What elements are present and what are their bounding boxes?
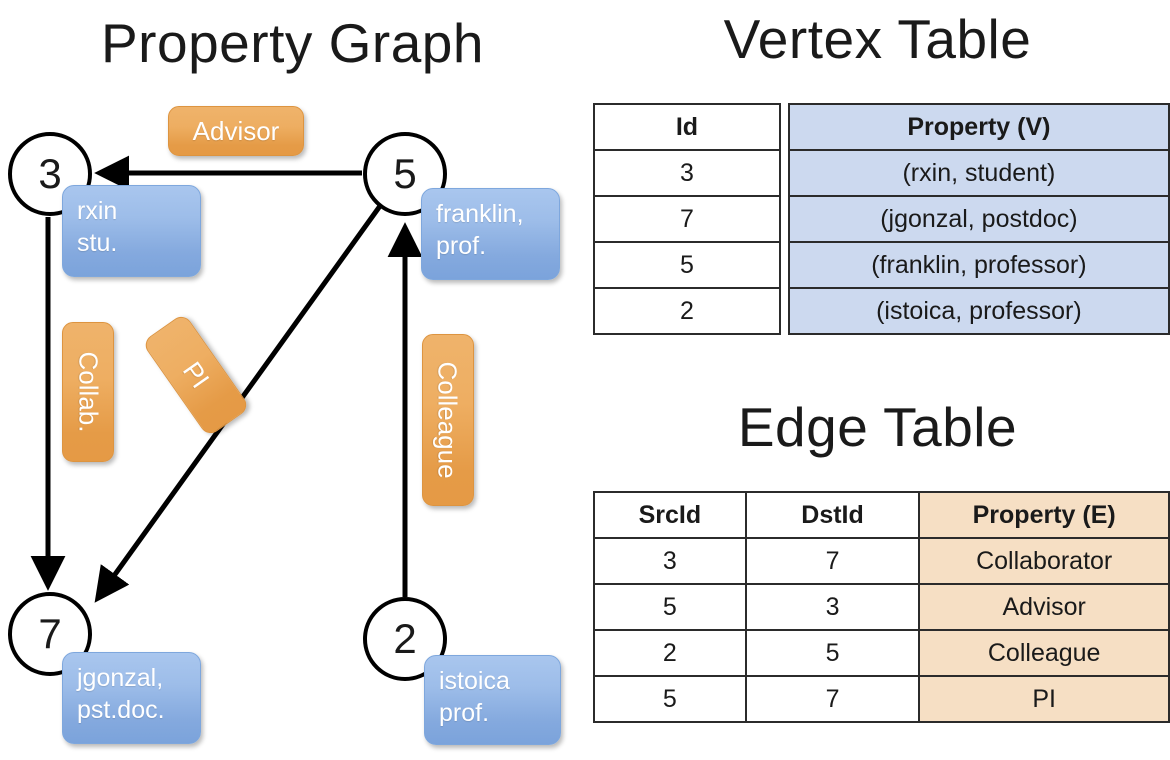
table-row: 7 (jgonzal, postdoc) (593, 195, 1170, 243)
table-row: 5 3 Advisor (593, 583, 1170, 631)
graph-node-7-id: 7 (38, 610, 62, 657)
node-property-box-2: istoica prof. (424, 655, 561, 745)
table-row: 3 7 Collaborator (593, 537, 1170, 585)
edge-row-0-property: Collaborator (918, 537, 1170, 585)
node-property-box-7: jgonzal, pst.doc. (62, 652, 201, 744)
edge-label-colleague-text: Colleague (433, 361, 463, 479)
table-row: 2 5 Colleague (593, 629, 1170, 677)
graph-node-2-id: 2 (393, 615, 417, 662)
edge-label-advisor: Advisor (168, 106, 304, 156)
edge-label-colleague: Colleague (422, 334, 474, 506)
vertex-row-2-id: 5 (593, 241, 781, 289)
graph-node-3-id: 3 (38, 150, 62, 197)
edge-table-header-srcid: SrcId (593, 491, 747, 539)
column-gap (780, 196, 789, 242)
vertex-row-3-property: (istoica, professor) (787, 287, 1170, 335)
table-row: 5 7 PI (593, 675, 1170, 723)
edge-row-1-dst: 3 (744, 583, 921, 631)
graph-node-5-id: 5 (393, 150, 417, 197)
edge-row-1-src: 5 (593, 583, 747, 631)
graph-node-2: 2 (363, 597, 447, 681)
edge-row-0-dst: 7 (744, 537, 921, 585)
edge-row-0-src: 3 (593, 537, 747, 585)
column-gap (780, 242, 789, 288)
vertex-row-0-property: (rxin, student) (787, 149, 1170, 197)
edge-table-header-property: Property (E) (918, 491, 1170, 539)
table-header-row: SrcId DstId Property (E) (593, 491, 1170, 539)
edge-label-pi-text: PI (176, 356, 216, 394)
graph-node-5: 5 (363, 132, 447, 216)
node-property-box-2-line2: prof. (439, 699, 490, 727)
vertex-table-header-property: Property (V) (787, 103, 1170, 151)
property-graph-diagram: Advisor Collab. PI Colleague 3 5 7 2 rxi… (8, 106, 561, 745)
table-row: 3 (rxin, student) (593, 149, 1170, 197)
node-property-box-7-line2: pst.doc. (77, 696, 165, 724)
table-row: 5 (franklin, professor) (593, 241, 1170, 289)
edge-table: SrcId DstId Property (E) 3 7 Collaborato… (593, 491, 1170, 723)
column-gap (780, 104, 789, 150)
column-gap (780, 288, 789, 334)
vertex-row-1-property: (jgonzal, postdoc) (787, 195, 1170, 243)
page-title-vertex-table: Vertex Table (723, 8, 1032, 70)
node-property-box-5: franklin, prof. (421, 188, 560, 280)
node-property-box-2-line1: istoica (439, 667, 510, 695)
edge-table-header-dstid: DstId (744, 491, 921, 539)
node-property-box-3-line1: rxin (77, 197, 118, 225)
edge-row-2-src: 2 (593, 629, 747, 677)
edge-row-3-property: PI (918, 675, 1170, 723)
page-title-edge-table: Edge Table (737, 396, 1018, 458)
node-property-box-3-line2: stu. (77, 229, 118, 257)
vertex-row-0-id: 3 (593, 149, 781, 197)
vertex-row-3-id: 2 (593, 287, 781, 335)
vertex-row-1-id: 7 (593, 195, 781, 243)
table-row: 2 (istoica, professor) (593, 287, 1170, 335)
edge-row-3-src: 5 (593, 675, 747, 723)
vertex-table-header-id: Id (593, 103, 781, 151)
column-gap (780, 150, 789, 196)
vertex-row-2-property: (franklin, professor) (787, 241, 1170, 289)
node-property-box-5-line2: prof. (436, 232, 487, 260)
edge-row-2-property: Colleague (918, 629, 1170, 677)
node-property-box-7-line1: jgonzal, (77, 664, 164, 692)
node-property-box-3: rxin stu. (62, 185, 201, 277)
edge-row-3-dst: 7 (744, 675, 921, 723)
node-property-box-5-line1: franklin, (436, 200, 524, 228)
edge-label-advisor-text: Advisor (192, 116, 280, 146)
edge-row-1-property: Advisor (918, 583, 1170, 631)
vertex-table: Id Property (V) 3 (rxin, student) 7 (jgo… (593, 103, 1170, 335)
edge-label-collab-text: Collab. (73, 351, 103, 433)
page-title-property-graph: Property Graph (100, 12, 484, 74)
table-header-row: Id Property (V) (593, 103, 1170, 151)
edge-label-collab: Collab. (62, 322, 114, 462)
edge-row-2-dst: 5 (744, 629, 921, 677)
